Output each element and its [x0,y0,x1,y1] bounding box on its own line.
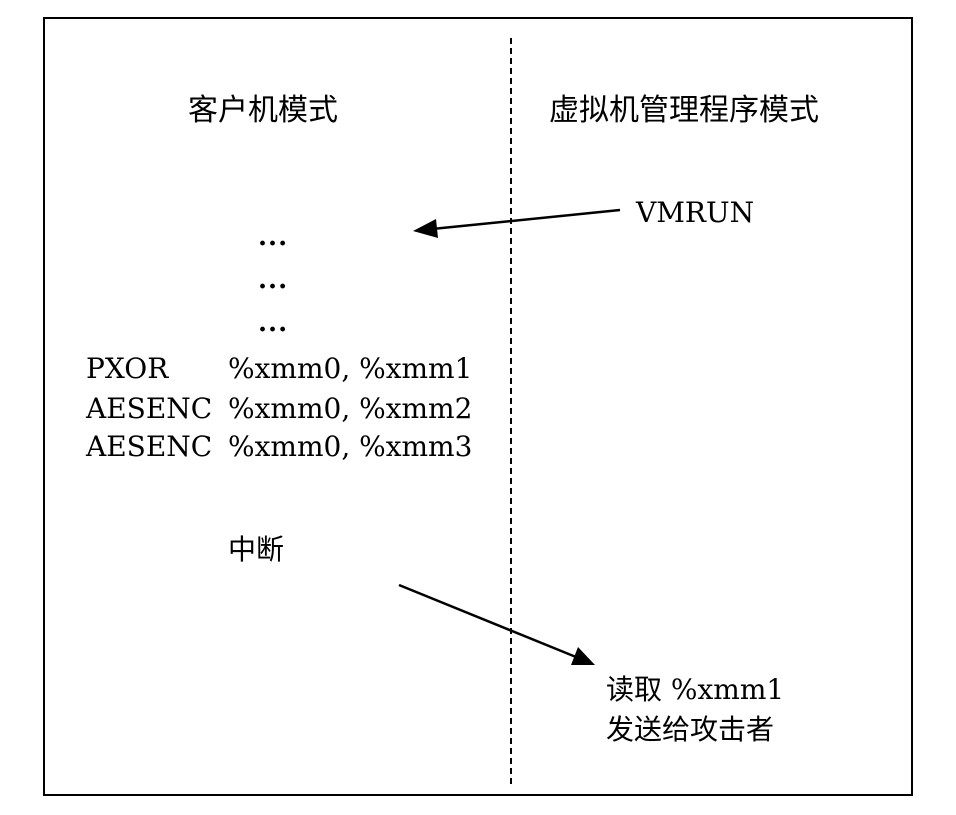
ellipsis-1: ... [258,222,289,252]
interrupt-arrow [398,583,595,665]
instruction-args-3: %xmm0, %xmm3 [228,430,473,463]
ellipsis-2: ... [258,265,289,295]
vmrun-arrow [413,208,621,238]
ellipsis-3: ... [258,308,289,338]
attacker-step-2: 发送给攻击者 [606,713,775,746]
hypervisor-mode-title: 虚拟机管理程序模式 [549,93,819,128]
interrupt-label: 中断 [228,533,285,566]
instruction-op-1: PXOR [86,352,169,385]
guest-mode-title: 客户机模式 [188,93,338,128]
instruction-op-2: AESENC [86,392,213,425]
attacker-step-1: 读取 %xmm1 [606,673,785,706]
instruction-args-2: %xmm0, %xmm2 [228,392,473,425]
diagram-frame [43,17,913,796]
mode-divider [510,38,512,784]
instruction-args-1: %xmm0, %xmm1 [228,352,473,385]
instruction-op-3: AESENC [86,430,213,463]
vmrun-label: VMRUN [636,196,755,229]
